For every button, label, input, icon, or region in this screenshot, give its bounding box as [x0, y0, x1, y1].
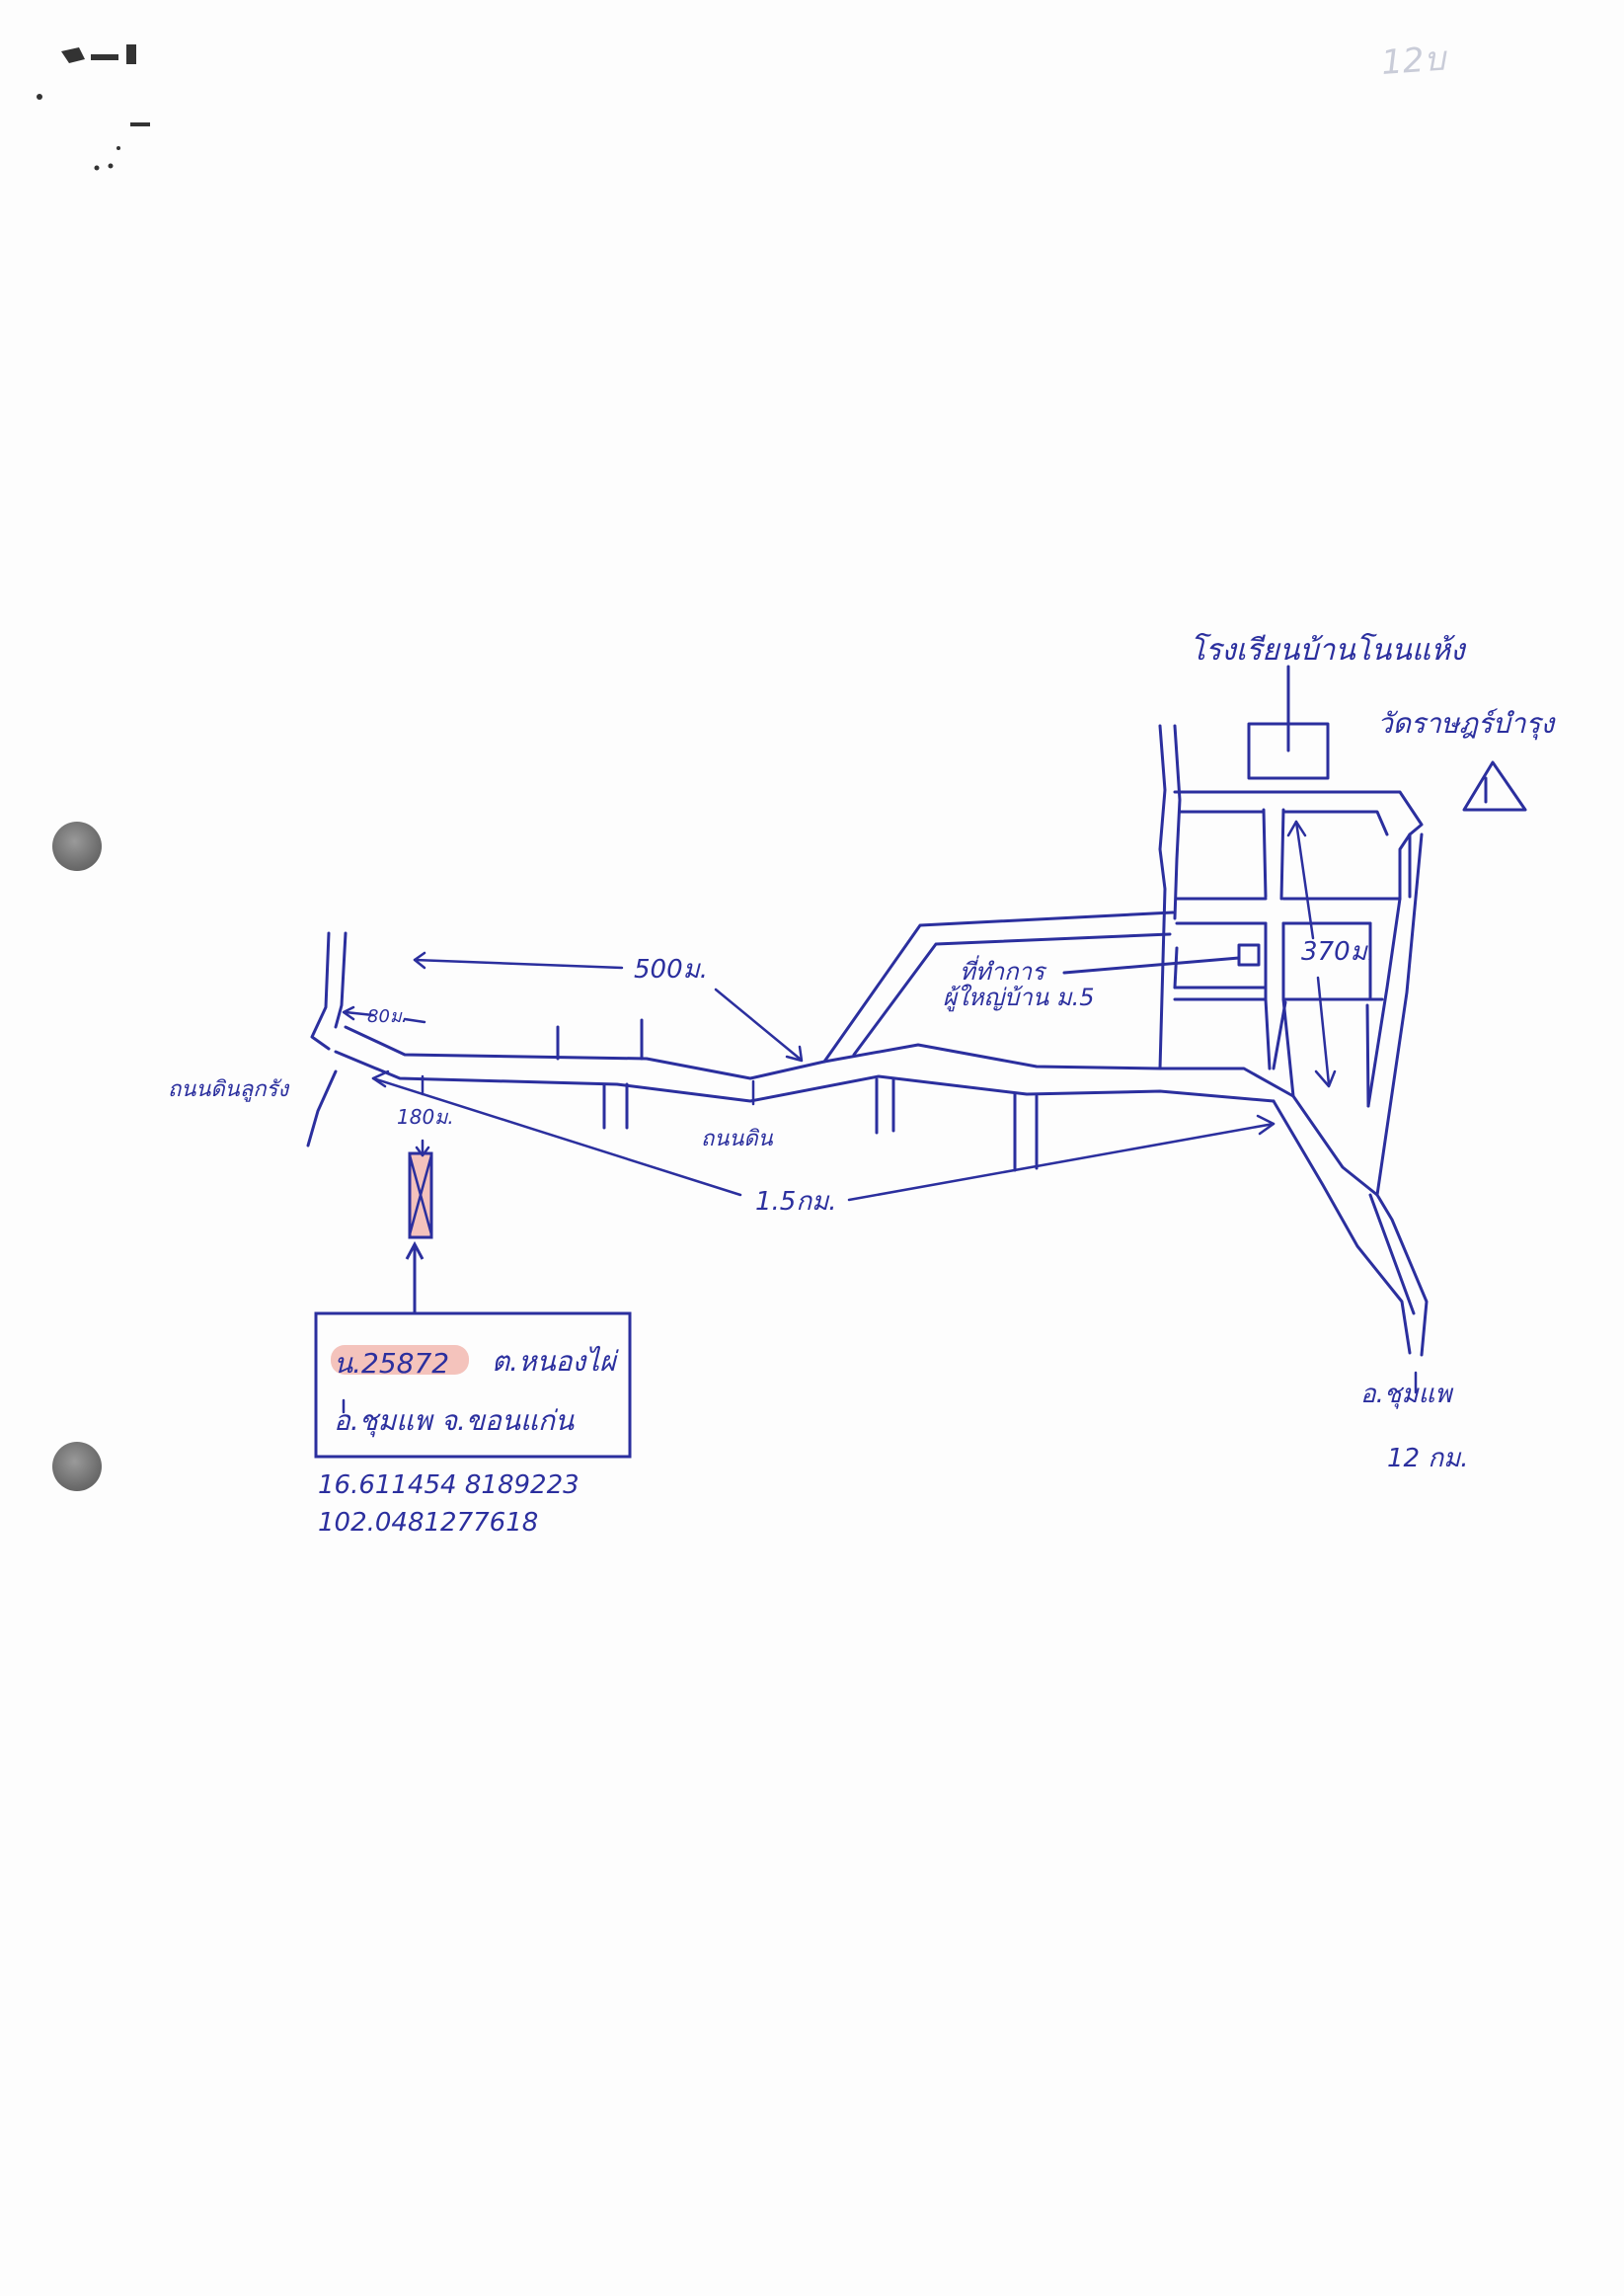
label-80m: 80ม. — [367, 1006, 408, 1027]
punch-hole-bottom — [52, 1442, 102, 1491]
road-left-vertical-lower — [306, 1069, 338, 1148]
label-180m: 180ม. — [397, 1105, 454, 1129]
label-road-left: ถนนดินลูกรัง — [168, 1077, 290, 1102]
village-road-v9 — [1281, 997, 1295, 1098]
road-main-north — [344, 1025, 1295, 1098]
deed-highlight — [331, 1345, 469, 1375]
deed-subdistrict: ต.หนองไผ่ — [492, 1345, 620, 1378]
village-road-h1 — [1173, 790, 1424, 836]
map-labels: โรงเรียนบ้านโนนแห้ง วัดราษฎร์บำรุง ที่ทำ… — [168, 632, 1556, 1538]
deed-box — [314, 1311, 632, 1459]
village-road-v6 — [1264, 997, 1272, 1070]
label-to-district: อ.ชุมแพ — [1360, 1380, 1453, 1409]
road-southeast-spur — [1368, 1193, 1416, 1315]
longitude: 102.0481277618 — [318, 1508, 538, 1538]
latitude: 16.611454 8189223 — [318, 1470, 580, 1500]
village-road-v3 — [1173, 946, 1179, 990]
road-diagonal-west — [822, 910, 1175, 1064]
label-500m: 500ม. — [634, 955, 708, 985]
label-office: ที่ทำการ — [960, 955, 1047, 986]
road-left-vertical-right — [334, 931, 348, 1029]
village-road-v11 — [1365, 1003, 1370, 1108]
village-road-v4 — [1262, 808, 1268, 899]
landmarks — [1062, 665, 1527, 975]
village-road-v10 — [1272, 1000, 1287, 1070]
road-diagonal-east — [852, 932, 1172, 1057]
village-road-v1 — [1158, 724, 1167, 1070]
road-left-vertical — [310, 931, 331, 1051]
village-road-v7 — [1279, 808, 1285, 901]
temple-triangle — [1462, 760, 1527, 812]
label-1-5km: 1.5กม. — [755, 1187, 837, 1217]
office-pointer — [1062, 956, 1241, 975]
dimension-arrows — [342, 820, 1418, 1414]
punch-hole-top — [52, 822, 102, 871]
road-network — [306, 724, 1429, 1357]
label-school: โรงเรียนบ้านโนนแห้ง — [1190, 632, 1467, 668]
label-370m: 370ม. — [1301, 937, 1375, 967]
label-12km: 12 กม. — [1387, 1444, 1469, 1473]
road-southeast-east — [1291, 1094, 1429, 1357]
road-east-west-edge — [1398, 832, 1412, 901]
scan-specks — [37, 44, 150, 171]
label-road-middle: ถนนดิน — [701, 1127, 774, 1151]
road-southeast-west — [1272, 1099, 1412, 1355]
deed-district-province: อ.ชุมแพ จ.ขอนแก่น — [334, 1404, 575, 1438]
road-east-outer — [1375, 832, 1424, 1197]
office-marker — [1237, 943, 1261, 967]
deed-number: น.25872 — [334, 1347, 449, 1380]
village-road-v2 — [1173, 724, 1182, 920]
village-road-h3 — [1281, 810, 1389, 836]
corner-mark: 12บ — [1380, 39, 1449, 83]
plot-marker — [405, 1151, 433, 1313]
road-main-south — [334, 1050, 1276, 1103]
road-east-inner — [1366, 897, 1402, 1108]
label-office-line2: ผู้ใหญ่บ้าน ม.5 — [943, 984, 1095, 1012]
label-temple: วัดราษฎร์บำรุง — [1377, 707, 1556, 741]
